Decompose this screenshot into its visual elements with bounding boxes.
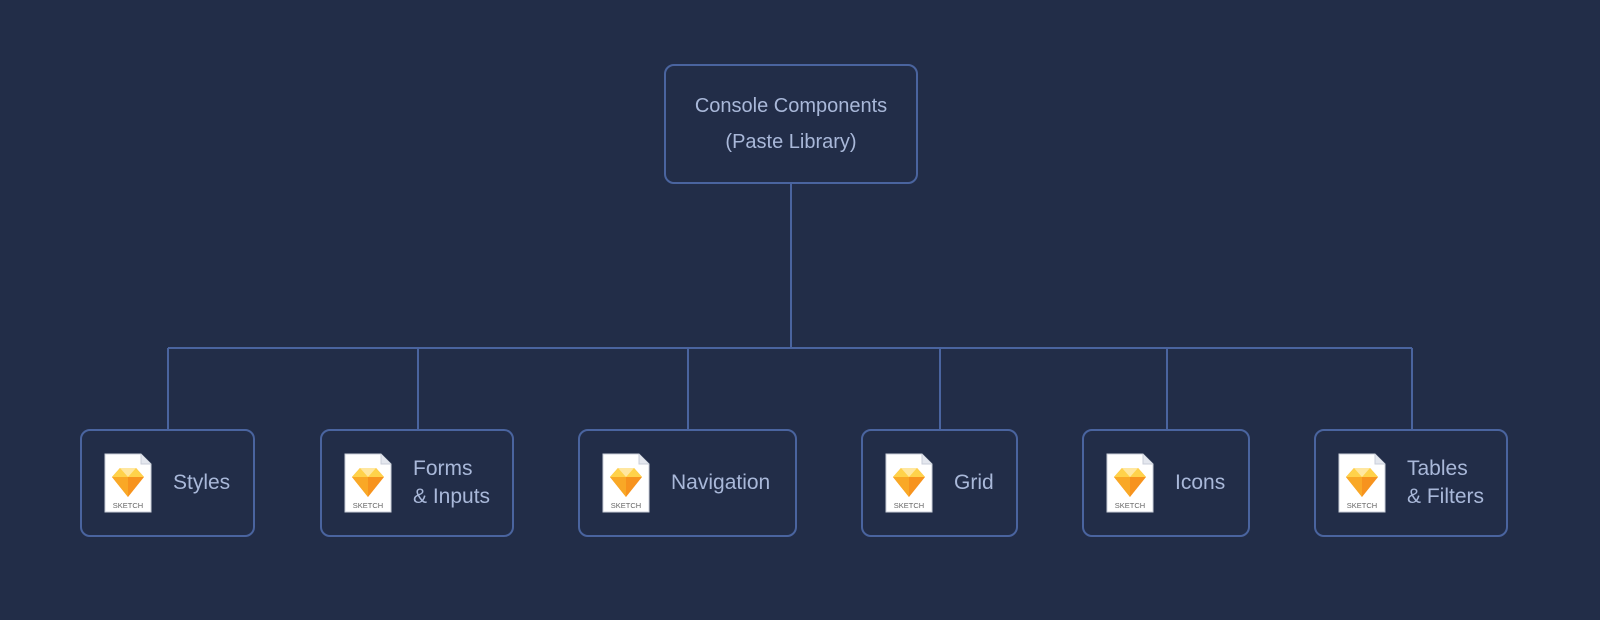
label-line-1: Icons (1175, 471, 1226, 494)
label-line-2: & Inputs (413, 485, 491, 508)
child-node-label: Grid (954, 469, 994, 497)
sketch-file-icon: SKETCH (104, 453, 152, 513)
child-node-label: Icons (1175, 469, 1225, 497)
svg-text:SKETCH: SKETCH (1347, 501, 1377, 510)
child-node-navigation[interactable]: SKETCH Navigation (578, 429, 797, 537)
label-line-1: Styles (173, 471, 231, 494)
label-line-1: Tables (1407, 457, 1468, 480)
label-line-2: & Filters (1407, 485, 1485, 508)
svg-text:SKETCH: SKETCH (353, 501, 383, 510)
child-node-forms-inputs[interactable]: SKETCH Forms & Inputs (320, 429, 514, 537)
sketch-file-icon: SKETCH (344, 453, 392, 513)
label-line-1: Navigation (671, 471, 771, 494)
child-node-label: Forms & Inputs (413, 455, 490, 511)
child-node-label: Styles (173, 469, 230, 497)
child-node-styles[interactable]: SKETCH Styles (80, 429, 255, 537)
child-node-tables-filters[interactable]: SKETCH Tables & Filters (1314, 429, 1508, 537)
sketch-file-icon: SKETCH (885, 453, 933, 513)
sketch-file-icon: SKETCH (1106, 453, 1154, 513)
svg-text:SKETCH: SKETCH (113, 501, 143, 510)
svg-text:SKETCH: SKETCH (1115, 501, 1145, 510)
svg-text:SKETCH: SKETCH (611, 501, 641, 510)
sketch-file-icon: SKETCH (602, 453, 650, 513)
child-node-label: Navigation (671, 469, 770, 497)
root-node-title: Console Components (694, 95, 888, 117)
label-line-1: Grid (954, 471, 994, 494)
child-node-label: Tables & Filters (1407, 455, 1484, 511)
label-line-1: Forms (413, 457, 473, 480)
sketch-file-icon: SKETCH (1338, 453, 1386, 513)
root-node-subtitle: (Paste Library) (725, 131, 857, 153)
svg-text:SKETCH: SKETCH (894, 501, 924, 510)
child-node-icons[interactable]: SKETCH Icons (1082, 429, 1250, 537)
child-node-grid[interactable]: SKETCH Grid (861, 429, 1018, 537)
root-node[interactable]: Console Components (Paste Library) (664, 64, 918, 184)
